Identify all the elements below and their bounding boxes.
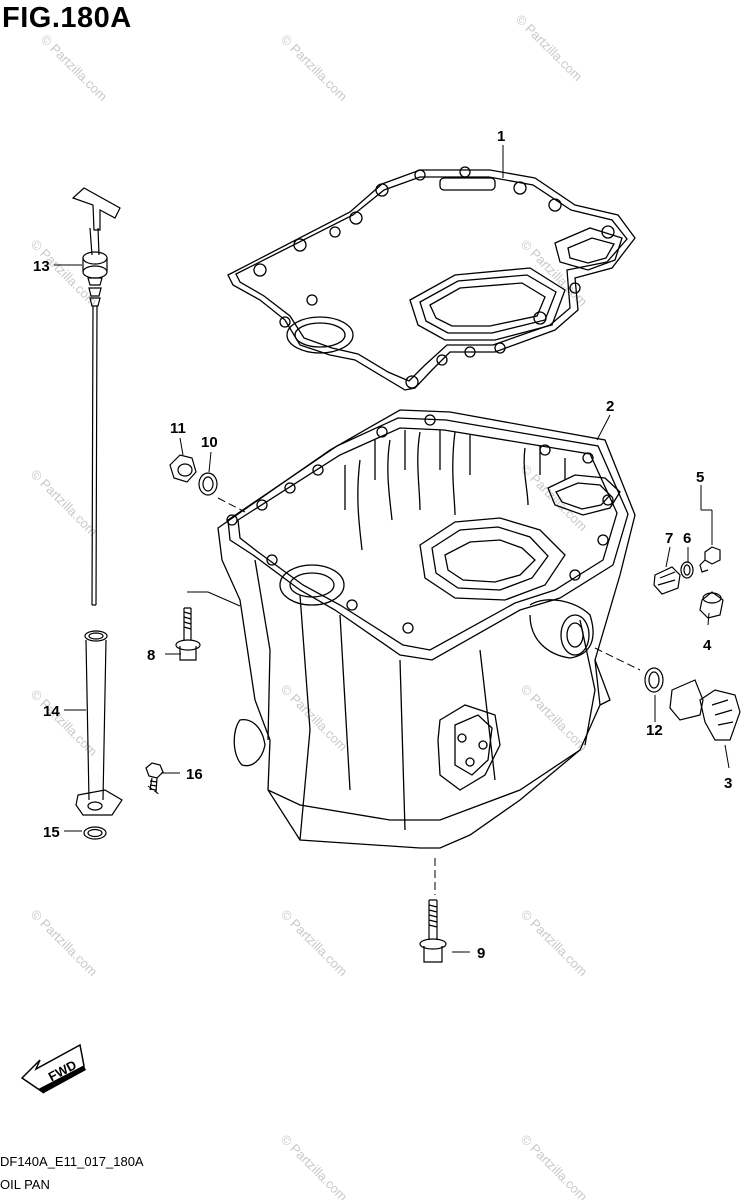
watermark: © Partzilla.com [518, 1132, 591, 1200]
watermark: © Partzilla.com [513, 12, 586, 85]
watermark: © Partzilla.com [28, 907, 101, 980]
watermark: © Partzilla.com [38, 32, 111, 105]
watermark: © Partzilla.com [278, 682, 351, 755]
callout-6: 6 [683, 530, 691, 547]
watermark: © Partzilla.com [518, 462, 591, 535]
bolt-9 [419, 899, 447, 963]
washer-10 [198, 472, 218, 496]
o-ring-15 [83, 826, 107, 840]
fitting-5 [699, 546, 721, 573]
figure-code: DF140A_E11_017_180A [0, 1154, 144, 1169]
figure-title: FIG.180A [2, 2, 132, 34]
watermark: © Partzilla.com [518, 907, 591, 980]
oil-pan [217, 409, 636, 849]
callout-12: 12 [646, 722, 663, 739]
o-ring-6 [680, 561, 694, 579]
watermark: © Partzilla.com [278, 1132, 351, 1200]
dipstick-guide-tube [75, 630, 123, 816]
callout-16: 16 [186, 766, 203, 783]
watermark: © Partzilla.com [28, 467, 101, 540]
callout-1: 1 [497, 128, 505, 145]
leader-lines [54, 145, 730, 953]
sensor-3 [669, 679, 741, 741]
watermarks: © Partzilla.com © Partzilla.com © Partzi… [28, 12, 591, 1200]
callout-5: 5 [696, 469, 704, 486]
callout-11: 11 [170, 420, 186, 437]
o-ring-12 [644, 667, 664, 693]
watermark: © Partzilla.com [28, 687, 101, 760]
callout-3: 3 [724, 775, 732, 792]
plug-11 [169, 454, 197, 483]
watermark: © Partzilla.com [278, 32, 351, 105]
bolt-16 [145, 762, 164, 793]
callout-labels: 1 2 3 4 5 6 7 8 9 10 11 12 13 14 15 16 [33, 128, 732, 962]
oil-pan-gasket [227, 166, 636, 391]
plug-7 [653, 566, 681, 595]
callout-8: 8 [147, 647, 155, 664]
bolt-8 [175, 607, 201, 661]
fwd-direction-arrow: FWD [20, 1043, 86, 1094]
watermark: © Partzilla.com [278, 907, 351, 980]
callout-13: 13 [33, 258, 50, 275]
dipstick [71, 187, 121, 606]
callout-14: 14 [43, 703, 60, 720]
callout-4: 4 [703, 637, 712, 654]
cap-4 [699, 591, 724, 619]
callout-15: 15 [43, 824, 60, 841]
callout-7: 7 [665, 530, 673, 547]
callout-10: 10 [201, 434, 218, 451]
watermark: © Partzilla.com [518, 682, 591, 755]
figure-name: OIL PAN [0, 1177, 50, 1192]
callout-2: 2 [606, 398, 614, 415]
callout-9: 9 [477, 945, 485, 962]
